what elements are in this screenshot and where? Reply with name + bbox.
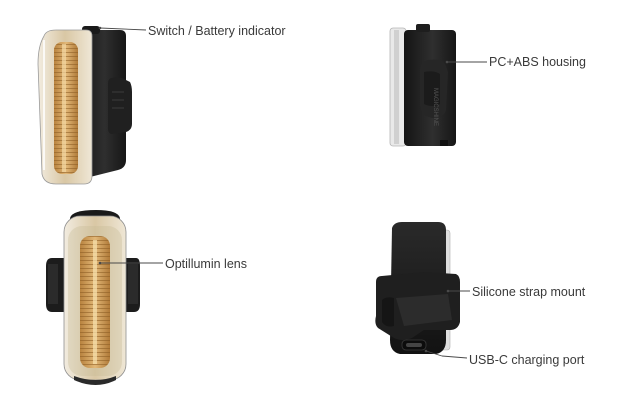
light-rear-view xyxy=(375,222,460,354)
lens-label: Optillumin lens xyxy=(165,257,247,271)
switch-battery-indicator-label: Switch / Battery indicator xyxy=(148,24,286,38)
switch-leader-line xyxy=(99,27,147,31)
usb-leader-line-b xyxy=(441,355,468,359)
light-front-view xyxy=(46,210,140,385)
light-side-view: MAGICSHINE xyxy=(389,24,456,147)
svg-text:MAGICSHINE: MAGICSHINE xyxy=(432,88,438,126)
lens-leader-dot xyxy=(98,261,102,265)
switch-leader-dot xyxy=(98,26,102,30)
strap-mount-label: Silicone strap mount xyxy=(472,285,586,299)
light-front-angle-view xyxy=(37,26,132,185)
usb-leader-line-a xyxy=(425,350,443,357)
strap-leader-dot xyxy=(446,289,450,293)
usb-leader-dot xyxy=(424,349,428,353)
usb-charging-port-label: USB-C charging port xyxy=(469,353,585,367)
housing-leader-dot xyxy=(445,60,449,64)
housing-material-label: PC+ABS housing xyxy=(489,55,586,69)
